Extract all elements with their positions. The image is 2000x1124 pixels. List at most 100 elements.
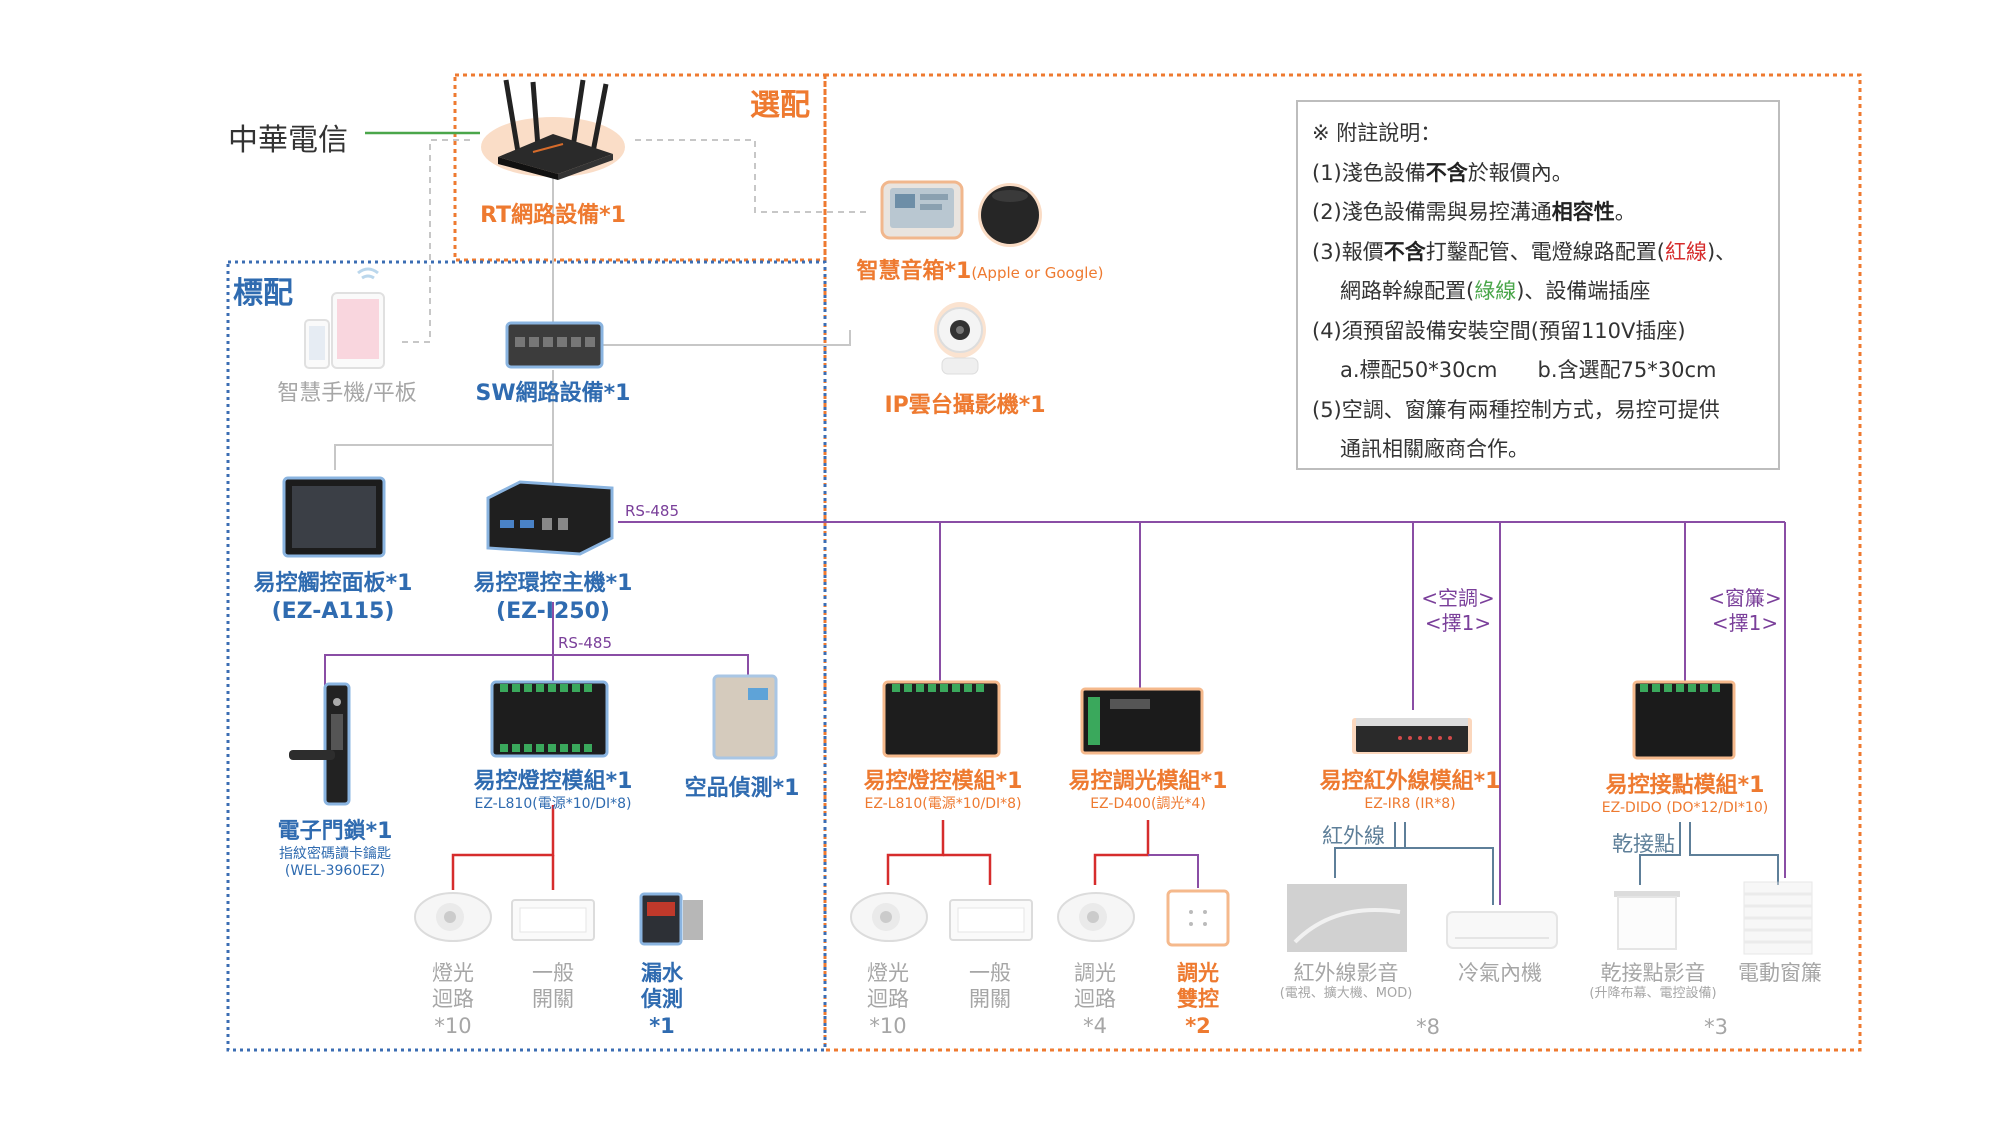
air-quality-label: 空品偵測*1 [684,776,800,801]
wall-switch-icon [948,898,1034,942]
ip-camera-icon [930,300,990,380]
dimmer-module-icon [1080,685,1205,757]
door-lock-sub2: (WEL-3960EZ) [284,863,386,879]
touch-panel-label: 易控觸控面板*1 (EZ-A115) [254,570,413,625]
light-loop-std-label: 燈光 迴路 *10 [432,960,474,1039]
note-3: (3)報價不含打鑿配管、電燈線路配置(紅線)、 [1312,233,1764,273]
light-module-opt-model: EZ-L810(電源*10/DI*8) [864,795,1022,812]
ir-av-l1: 紅外線影音 [1293,961,1399,985]
smart-speaker-label: 智慧音箱*1(Apple or Google) [856,258,1103,286]
note-5-cont: 通訊相關廠商合作。 [1340,437,1529,461]
choice-curtain-line1: <窗簾> [1708,586,1782,610]
note-1-b: 不含 [1425,160,1468,185]
switch-icon [505,315,605,375]
switch-label: SW網路設備*1 [475,381,631,406]
note-1-c: 於報價內。 [1467,160,1573,185]
ir-line-label: 紅外線 [1322,824,1385,848]
optional-zone-label: 選配 [750,88,810,123]
note-4-sizes: a.標配50*30cm b.含選配75*30cm [1340,358,1717,382]
light-module-std-title: 易控燈控模組*1 [473,769,633,794]
light-loop-opt-label: 燈光 迴路 *10 [867,960,909,1039]
dido-module-model: EZ-DIDO (DO*12/DI*10) [1601,799,1769,816]
dry-count-label: *3 [1704,1015,1728,1039]
note-3-d: 紅線 [1664,239,1707,264]
ir-module-model: EZ-IR8 (IR*8) [1364,795,1456,812]
leak-l1: 漏水 [641,961,683,985]
choice-ac-label: <空調> <擇1> [1421,586,1495,636]
aircon-icon [1445,908,1560,953]
light-module-std-model: EZ-L810(電源*10/DI*8) [474,795,632,812]
smart-speaker-title: 智慧音箱*1 [856,259,972,284]
leak-label: 漏水 偵測 *1 [641,960,683,1039]
dim-loop-l2: 迴路 [1074,987,1116,1012]
dido-module-title: 易控接點模組*1 [1605,773,1765,798]
touch-panel-model: (EZ-A115) [271,598,395,624]
rs485-label-bus: RS-485 [625,502,679,520]
optional-zone-boundary [823,73,1862,1052]
note-3-cont-b: 綠線 [1474,279,1517,303]
dimmer-switch-icon [1165,888,1231,948]
touch-panel-icon [280,472,390,562]
downlight-icon [1055,890,1137,944]
dry-av-label: 乾接點影音 (升降布幕、電控設備) [1589,960,1716,1003]
dim-dual-label: 調光 雙控 *2 [1177,960,1219,1039]
projector-screen-icon [1610,885,1685,955]
note-3-cont-c: )、設備端插座 [1516,279,1651,303]
ir-module-icon [1350,710,1475,760]
dim-loop-l3: *4 [1083,1013,1107,1038]
note-3-a: (3)報價 [1312,239,1384,264]
standard-zone-boundary [226,260,827,1052]
curtain-icon [1742,880,1814,956]
note-2-a: (2)淺色設備需與易控溝通 [1312,200,1552,224]
dimmer-module-model: EZ-D400(調光*4) [1090,795,1206,812]
note-2-b: 相容性 [1551,200,1615,224]
dry-contact-label: 乾接點 [1612,832,1675,856]
door-lock-label: 電子門鎖*1 指紋密碼讀卡鑰匙 (WEL-3960EZ) [278,818,393,881]
light-loop-std-l1: 燈光 [432,961,474,985]
note-4: (4)須預留設備安裝空間(預留110V插座) [1312,318,1686,343]
switch-std-l2: 開關 [532,987,574,1012]
note-2-c: 。 [1614,200,1636,224]
choice-ac-line2: <擇1> [1424,611,1492,635]
dim-dual-l3: *2 [1185,1013,1211,1038]
door-lock-icon [285,680,365,810]
telecom-label: 中華電信 [228,123,348,158]
note-1: (1)淺色設備不含於報價內。 [1312,154,1764,194]
light-loop-std-l2: 迴路 [432,987,474,1012]
light-module-std-icon [490,678,610,758]
light-loop-std-l3: *10 [434,1013,472,1038]
note-2: (2)淺色設備需與易控溝通相容性。 [1312,193,1764,233]
curtain-label: 電動窗簾 [1738,961,1822,985]
dimmer-module-title: 易控調光模組*1 [1068,769,1228,794]
light-loop-opt-l3: *10 [869,1013,907,1038]
ir-av-l2: (電視、擴大機、MOD) [1279,986,1413,1002]
host-label: 易控環控主機*1 (EZ-I250) [474,570,633,625]
leak-l2: 偵測 [641,987,683,1012]
choice-ac-line1: <空調> [1421,586,1495,610]
smart-display-icon [880,180,965,245]
ip-camera-label: IP雲台攝影機*1 [884,393,1046,418]
dry-av-l2: (升降布幕、電控設備) [1589,986,1717,1002]
switch-std-label: 一般 開關 [532,960,574,1013]
dim-dual-l1: 調光 [1177,961,1219,985]
dim-loop-l1: 調光 [1074,961,1116,985]
downlight-icon [848,890,930,944]
leak-l3: *1 [649,1013,675,1038]
leak-sensor-icon [635,890,710,950]
ir-av-label: 紅外線影音 (電視、擴大機、MOD) [1280,960,1413,1003]
light-module-opt-label: 易控燈控模組*1 EZ-L810(電源*10/DI*8) [864,768,1023,813]
light-module-std-label: 易控燈控模組*1 EZ-L810(電源*10/DI*8) [474,768,633,813]
ac-indoor-label: 冷氣內機 [1458,961,1542,985]
rs485-label-host: RS-485 [558,634,612,652]
wall-switch-icon [510,898,596,942]
touch-panel-title: 易控觸控面板*1 [253,571,413,596]
note-3-c: 打鑿配管、電燈線路配置( [1425,239,1665,264]
note-3-b: 不含 [1383,239,1426,264]
router-optional-boundary [453,73,827,262]
dimmer-module-label: 易控調光模組*1 EZ-D400(調光*4) [1069,768,1228,813]
choice-curtain-line2: <擇1> [1711,611,1779,635]
standard-zone-label: 標配 [233,276,293,311]
host-title: 易控環控主機*1 [473,571,633,596]
dido-module-label: 易控接點模組*1 EZ-DIDO (DO*12/DI*10) [1602,772,1768,817]
